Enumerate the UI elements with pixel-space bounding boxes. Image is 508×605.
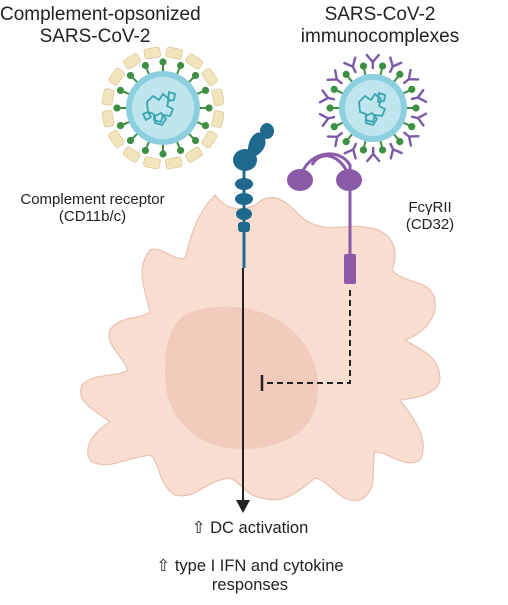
spike-head xyxy=(396,138,404,146)
spike-head xyxy=(359,62,368,70)
spike-head xyxy=(159,58,167,66)
nucleus xyxy=(165,306,319,449)
inhibition-signal xyxy=(260,290,351,391)
antibody-icon xyxy=(402,68,420,85)
spike-head xyxy=(116,86,125,94)
outcome-dc-activation-text: ⇧ DC activation xyxy=(191,519,309,537)
complement-tag xyxy=(101,88,115,106)
viral-rna-icon xyxy=(358,92,386,126)
fcgammarii-receptor-cd32 xyxy=(287,152,362,284)
spike-head xyxy=(141,61,149,70)
spike-head xyxy=(177,146,185,155)
complement-tag xyxy=(165,46,183,60)
immunocomplex-virus xyxy=(318,53,428,163)
complement-tag xyxy=(211,110,225,128)
outcome-ifn-cytokine: ⇧ type I IFN and cytokine responses xyxy=(120,557,380,595)
fcgammarii-label-line2: (CD32) xyxy=(405,216,455,234)
spike-head xyxy=(191,136,200,145)
spike-proteins xyxy=(113,58,213,158)
spike-head xyxy=(177,61,185,70)
left-virus-title-line2: SARS-CoV-2 xyxy=(39,25,151,47)
spike-head xyxy=(330,85,338,93)
spike-head xyxy=(412,104,420,112)
activation-arrow xyxy=(236,268,250,513)
antibody-icon xyxy=(410,112,428,127)
complement-tag xyxy=(164,156,183,170)
spike-head xyxy=(378,62,387,70)
spike-proteins xyxy=(326,62,420,154)
spike-head xyxy=(116,122,125,130)
complement-tag xyxy=(122,146,141,163)
complement-tag xyxy=(185,53,204,70)
complement-receptor-label-line1: Complement receptor xyxy=(20,191,165,208)
complement-tag xyxy=(143,46,162,60)
complement-receptor-label: Complement receptor (CD11b/c) xyxy=(0,191,185,226)
complement-tag xyxy=(108,130,125,148)
spike-head xyxy=(396,70,404,78)
spike-head xyxy=(201,86,210,94)
antibody-icon xyxy=(388,56,403,74)
spike-head xyxy=(159,150,167,158)
outcome-ifn-cytokine-line2: responses xyxy=(211,575,289,594)
spike-head xyxy=(141,146,149,155)
complement-tag xyxy=(201,130,218,149)
complement-tag xyxy=(185,146,203,163)
spike-head xyxy=(191,71,200,80)
spike-head xyxy=(126,136,135,145)
spike-head xyxy=(378,146,387,154)
spike-head xyxy=(342,138,350,146)
complement-tag xyxy=(143,156,161,170)
complement-tag xyxy=(211,88,225,107)
spike-head xyxy=(205,104,213,112)
right-virus-title: SARS-CoV-2 immunocomplexes xyxy=(300,4,460,48)
fcgammarii-label: FcγRII (CD32) xyxy=(385,199,475,234)
antibody-icon xyxy=(343,56,357,74)
complement-opsonized-virus xyxy=(101,46,225,170)
antibody-icon xyxy=(365,53,380,70)
antibody-icon xyxy=(343,142,358,160)
left-virus-title-line1: Complement-opsonized xyxy=(0,4,201,25)
antibody-icon xyxy=(318,89,336,104)
right-virus-title-line1: SARS-CoV-2 xyxy=(324,4,436,25)
antibody-icon xyxy=(326,69,343,85)
outcome-dc-activation: ⇧ DC activation xyxy=(150,519,350,538)
antibody-icon xyxy=(389,142,403,160)
spike-head xyxy=(408,85,416,93)
fcgammarii-label-line1: FcγRII xyxy=(408,199,452,216)
spike-head xyxy=(201,122,210,130)
spike-head xyxy=(326,104,334,112)
spike-head xyxy=(408,123,416,131)
complement-receptor-cd11b xyxy=(233,123,274,268)
complement-tag xyxy=(101,109,115,128)
spike-head xyxy=(330,123,338,131)
left-virus-title: Complement-opsonized SARS-CoV-2 xyxy=(0,4,201,48)
spike-head xyxy=(126,71,135,80)
antibody-icon xyxy=(326,131,344,148)
viral-rna-icon xyxy=(142,91,176,126)
antibody-icon xyxy=(410,88,428,104)
antibody-icon xyxy=(318,112,336,128)
complement-receptor-label-line2: (CD11b/c) xyxy=(58,208,127,226)
complement-tags xyxy=(101,46,225,170)
outcome-ifn-cytokine-line1: ⇧ type I IFN and cytokine xyxy=(156,557,344,575)
antibodies xyxy=(318,53,428,163)
complement-tag xyxy=(108,67,125,86)
spike-head xyxy=(342,70,350,78)
virus-core xyxy=(132,77,194,139)
right-virus-title-line2: immunocomplexes xyxy=(300,25,460,47)
complement-tag xyxy=(123,53,141,70)
complement-tag xyxy=(201,68,218,86)
spike-head xyxy=(359,146,368,154)
spike-head xyxy=(113,104,121,112)
antibody-icon xyxy=(403,131,420,147)
antibody-icon xyxy=(366,146,381,163)
virus-core xyxy=(345,80,401,136)
